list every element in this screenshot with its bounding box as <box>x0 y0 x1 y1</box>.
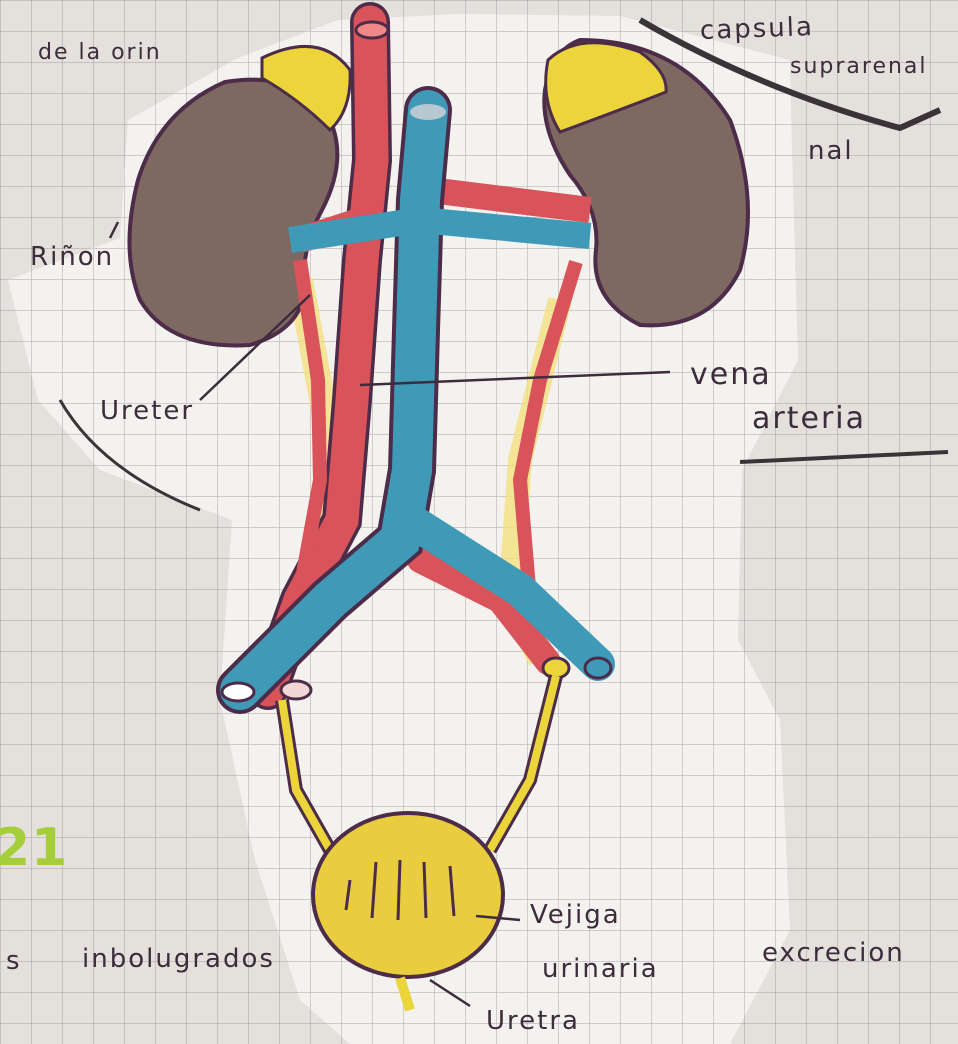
label-uretra: Uretra <box>486 1008 580 1034</box>
label-vejiga: Vejiga <box>530 902 621 928</box>
label-bottom-s: s <box>6 948 22 974</box>
page-number: 21 <box>0 818 68 878</box>
label-capsula-1: capsula <box>700 14 815 44</box>
arteria-underline <box>740 452 948 462</box>
label-arteria: arteria <box>752 404 866 434</box>
label-rinon: Riñon <box>30 244 114 270</box>
label-capsula-3: nal <box>808 138 854 164</box>
label-inbolugrados: inbolugrados <box>82 946 275 972</box>
label-urinaria: urinaria <box>542 956 659 982</box>
label-top-left: de la orin <box>38 42 162 64</box>
label-ureter: Ureter <box>100 398 194 424</box>
label-excrecion: excrecion <box>762 940 905 966</box>
label-capsula-2: suprarenal <box>790 56 928 78</box>
bladder <box>313 813 503 977</box>
label-vena: vena <box>690 360 772 390</box>
